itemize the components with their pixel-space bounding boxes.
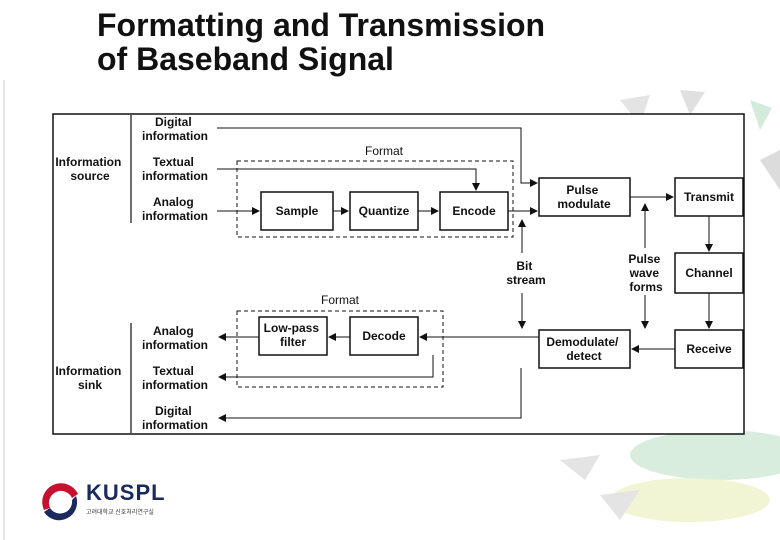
kuspl-logo: KUSPL 고려대학교 신호처리연구실: [38, 480, 178, 525]
textual-info-top-label: Textual information: [142, 155, 208, 183]
quantize-box: [349, 191, 419, 231]
logo-name: KUSPL: [86, 480, 166, 505]
channel-box: [674, 252, 744, 294]
textual-info-bottom-label: Textual information: [142, 364, 208, 392]
demodulate-label: Demodulate/ detect: [546, 335, 621, 363]
pulse-modulate-box: [538, 177, 631, 217]
info-source-label: Information source: [55, 155, 124, 183]
textual-info-arrow: [217, 168, 480, 191]
analog-info-bottom-label: Analog information: [142, 324, 208, 352]
decode-label: Decode: [362, 329, 406, 343]
slide-title: Formatting and Transmission of Baseband …: [97, 7, 546, 77]
receive-box: [674, 329, 744, 369]
format-top-label: Format: [365, 144, 404, 158]
sample-box: [260, 191, 334, 231]
lowpass-box: [258, 316, 328, 356]
sample-label: Sample: [276, 204, 319, 218]
transmit-label: Transmit: [684, 190, 734, 204]
quantize-label: Quantize: [359, 204, 410, 218]
digital-info-top-label: Digital information: [142, 115, 208, 143]
info-sink-label: Information sink: [55, 364, 124, 392]
baseband-block-diagram: Digital information Textual information …: [52, 113, 745, 435]
encode-box: [439, 191, 509, 231]
format-bottom-label: Format: [321, 293, 360, 307]
bit-stream-label: Bit stream: [506, 259, 545, 287]
channel-label: Channel: [685, 266, 732, 280]
to-digital-arrow: [218, 368, 522, 422]
pulse-waveforms-label: Pulse wave forms: [628, 252, 663, 294]
receive-label: Receive: [686, 342, 732, 356]
format-box-top: [236, 160, 514, 238]
digital-info-arrow: [217, 127, 538, 187]
to-textual-arrow: [218, 355, 434, 381]
encode-label: Encode: [452, 204, 496, 218]
decode-box: [349, 316, 419, 356]
demodulate-box: [538, 329, 631, 369]
pulse-modulate-label: Pulse modulate: [557, 183, 611, 211]
digital-info-bottom-label: Digital information: [142, 404, 208, 432]
logo-emblem-icon: [42, 483, 78, 521]
logo-subtitle: 고려대학교 신호처리연구실: [86, 510, 154, 516]
analog-info-top-label: Analog information: [142, 195, 208, 223]
transmit-box: [674, 177, 744, 217]
lowpass-label: Low-pass filter: [264, 321, 323, 349]
format-box-bottom: [236, 310, 444, 388]
diagram-frame: [52, 113, 745, 435]
